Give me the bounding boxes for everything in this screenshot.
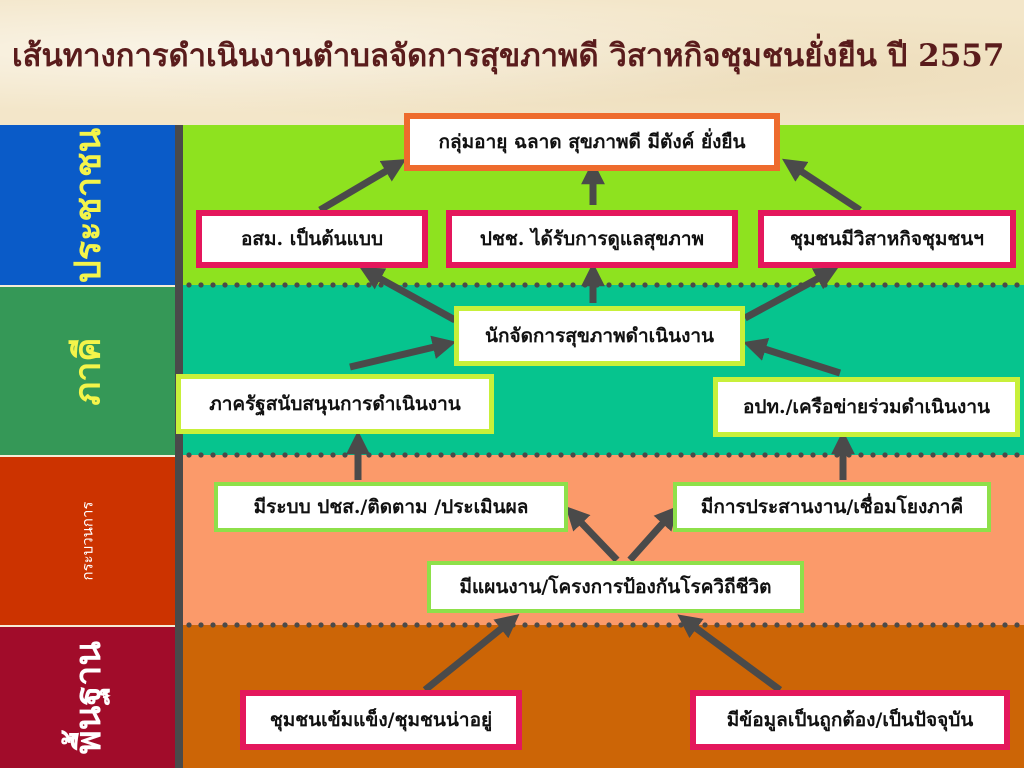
dotted-separator-2 [183, 452, 1024, 458]
arrow-data-to-plan [677, 614, 783, 693]
health-manager-box: นักจัดการสุขภาพดำเนินงาน [454, 306, 745, 366]
state-support-box: ภาครัฐสนับสนุนการดำเนินงาน [176, 374, 494, 434]
sidebar-people: ประชาชน [0, 125, 175, 285]
arrow-strong-to-plan [422, 614, 520, 693]
arrow-osm-to-goal [318, 159, 407, 214]
sidebar-foundation: พื้นฐาน [0, 627, 175, 768]
osm-box: อสม. เป็นต้นแบบ [196, 210, 428, 268]
title-background [0, 0, 1024, 125]
monitoring-box: มีระบบ ปชส./ติดตาม /ประเมินผล [214, 482, 568, 532]
strong-community-box: ชุมชนเข้มแข็ง/ชุมชนน่าอยู่ [240, 690, 522, 750]
arrow-manager-to-enterprise [743, 267, 839, 322]
sidebar-process: กระบวนการ [0, 457, 175, 625]
accurate-data-box: มีข้อมูลเป็นถูกต้อง/เป็นปัจจุบัน [690, 690, 1010, 750]
sidebar-partner: ภาคี [0, 287, 175, 455]
enterprise-box: ชุมชนมีวิสาหกิจชุมชนฯ [758, 210, 1016, 268]
arrow-enterprise-to-goal [782, 158, 862, 213]
arrow-plan-to-coordination [627, 505, 679, 563]
local-network-box: อปท./เครือข่ายร่วมดำเนินงาน [713, 377, 1020, 437]
arrow-manager-to-osm [359, 267, 457, 324]
arrow-network-to-manager [742, 337, 842, 377]
arrow-plan-to-monitoring [565, 506, 620, 563]
people-care-box: ปชช. ได้รับการดูแลสุขภาพ [446, 210, 738, 268]
coordination-box: มีการประสานงาน/เชื่อมโยงภาคี [673, 482, 991, 532]
goal-box: กลุ่มอายุ ฉลาด สุขภาพดี มีตังค์ ยั่งยืน [404, 113, 780, 171]
diagram-title: เส้นทางการดำเนินงานตำบลจัดการสุขภาพดี วิ… [12, 38, 1005, 74]
arrow-state-to-manager [349, 335, 457, 371]
vertical-divider [175, 125, 183, 768]
dotted-separator-3 [183, 622, 1024, 628]
plan-box: มีแผนงาน/โครงการป้องกันโรควิถีชีวิต [427, 561, 804, 613]
